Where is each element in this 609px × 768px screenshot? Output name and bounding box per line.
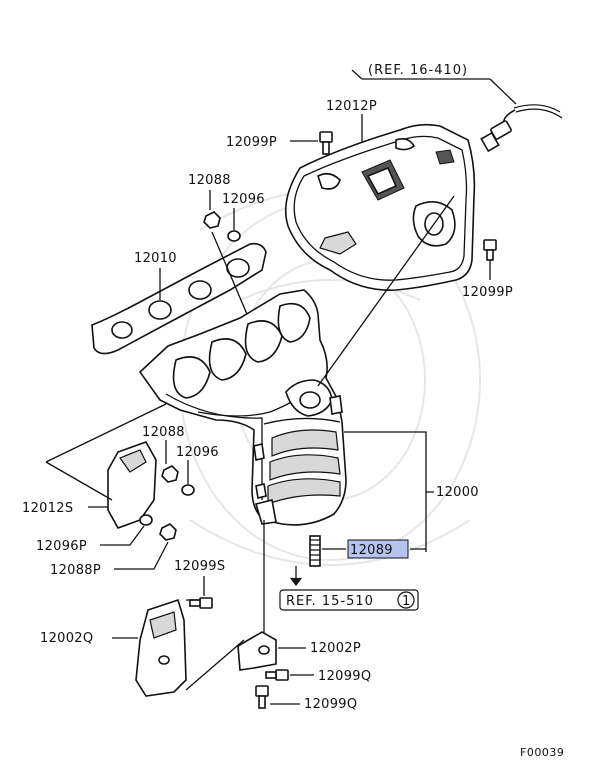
gasket-12010[interactable] <box>91 242 267 355</box>
label-12002Q[interactable]: 12002Q <box>40 631 93 646</box>
figure-id: F00039 <box>520 746 564 759</box>
bolt-12099Q-1 <box>265 669 289 681</box>
heat-protector-12012S[interactable] <box>107 441 157 529</box>
ref-16-410-callout[interactable]: (REF. 16-410) <box>351 63 517 105</box>
label-12096-mid[interactable]: 12096 <box>176 445 219 460</box>
bracket-12002P[interactable] <box>237 631 277 671</box>
label-12088-top[interactable]: 12088 <box>188 173 231 188</box>
bolt-12099P-right <box>483 239 497 261</box>
washer-12096-top <box>227 230 241 242</box>
nut-12088P <box>159 523 177 541</box>
label-12000[interactable]: 12000 <box>436 485 479 500</box>
label-12099P-right[interactable]: 12099P <box>462 285 513 300</box>
label-12099P-top[interactable]: 12099P <box>226 135 277 150</box>
ref-15-510-callout[interactable]: REF. 15-510 1 <box>279 589 419 611</box>
washer-12096P <box>139 514 153 526</box>
arrow-down-icon <box>290 578 302 586</box>
label-12088-mid[interactable]: 12088 <box>142 425 185 440</box>
washer-12096-mid <box>181 484 195 496</box>
bracket-12002Q[interactable] <box>135 598 187 697</box>
nut-12088-mid <box>161 465 179 483</box>
nut-12088-top <box>203 211 221 229</box>
label-12012S[interactable]: 12012S <box>22 501 73 516</box>
oxygen-sensor <box>480 104 563 153</box>
label-12088P[interactable]: 12088P <box>50 563 101 578</box>
ref-15-510-circle: 1 <box>402 594 411 609</box>
ref-15-510-label[interactable]: REF. 15-510 <box>286 594 374 609</box>
heat-protector-12012P[interactable] <box>284 123 476 291</box>
label-12096P[interactable]: 12096P <box>36 539 87 554</box>
exhaust-manifold-12000[interactable] <box>138 289 347 526</box>
label-12099Q-1[interactable]: 12099Q <box>318 669 371 684</box>
label-12010[interactable]: 12010 <box>134 251 177 266</box>
bolt-12099Q-2 <box>255 685 269 709</box>
label-12012P[interactable]: 12012P <box>326 99 377 114</box>
bolt-12099P-top <box>319 131 333 155</box>
label-12089[interactable]: 12089 <box>350 543 393 558</box>
label-12089-highlight[interactable]: 12089 <box>347 539 409 559</box>
label-12099Q-2[interactable]: 12099Q <box>304 697 357 712</box>
label-12096-top[interactable]: 12096 <box>222 192 265 207</box>
label-12099S[interactable]: 12099S <box>174 559 225 574</box>
stud-12089 <box>309 535 321 567</box>
label-12002P[interactable]: 12002P <box>310 641 361 656</box>
ref-16-410-label[interactable]: (REF. 16-410) <box>368 63 468 78</box>
